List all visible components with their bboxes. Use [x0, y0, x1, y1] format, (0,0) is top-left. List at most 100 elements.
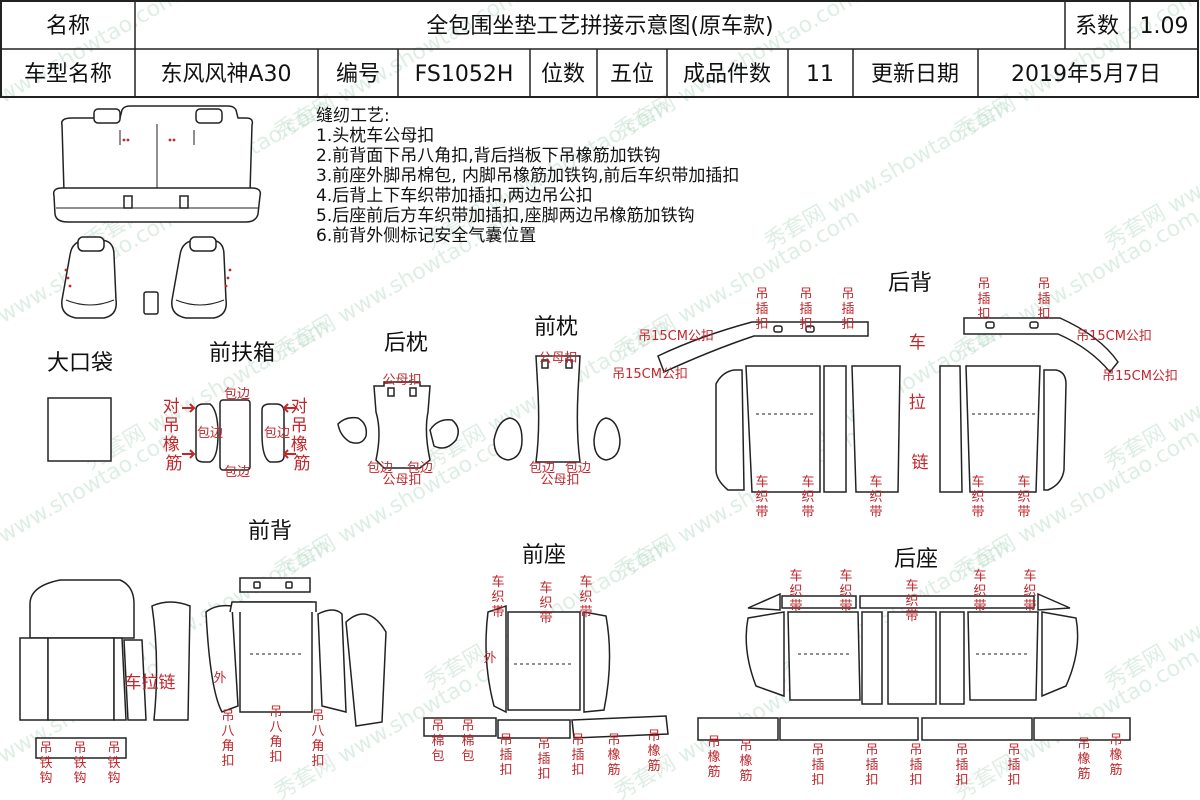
rear-back-section: 后背 吊15CM公扣 吊15CM公扣 吊15CM公扣 吊15CM公扣 吊插扣 吊…	[612, 271, 1178, 520]
label-male-female: 公母扣	[538, 351, 577, 366]
svg-text:吊橡筋: 吊橡筋	[739, 739, 752, 784]
seats-label: 位数	[541, 62, 585, 87]
front-back-section: 前背 车拉链 外 吊铁钩 吊铁钩 吊铁钩 吊八角扣 吊八角扣 吊八角扣	[19, 519, 387, 786]
svg-text:吊插扣: 吊插扣	[799, 287, 812, 332]
rear-seat-section: 后座 车织带 车织带 车织带 车织带 车织带 吊橡筋 吊橡筋 吊橡筋 吊橡筋	[697, 547, 1131, 788]
svg-text:车织带: 车织带	[1017, 474, 1030, 520]
section-title-rear-seat: 后座	[894, 547, 938, 572]
label-hang-15cm: 吊15CM公扣	[612, 367, 688, 382]
svg-text:车织带: 车织带	[789, 568, 802, 614]
label-binding: 包边	[407, 461, 433, 476]
label-hang-buckle-group: 吊插扣 吊插扣 吊插扣 吊插扣 吊插扣	[755, 277, 1050, 332]
svg-text:吊橡筋: 吊橡筋	[1077, 737, 1090, 782]
svg-text:吊插扣: 吊插扣	[571, 733, 584, 778]
svg-text:车织带: 车织带	[869, 474, 882, 520]
label-binding: 包边	[264, 426, 290, 441]
front-armrest-section: 前扶箱 包边 包边 包边 包边 对 吊 橡 筋 对 吊 橡 筋	[163, 341, 313, 480]
svg-text:吊插扣: 吊插扣	[1007, 743, 1020, 788]
note-item: 2.前背面下吊八角扣,背后挡板下吊橡筋加铁钩	[316, 146, 661, 166]
series-label: 系数	[1075, 14, 1119, 39]
big-pocket-section: 大口袋	[47, 351, 113, 462]
date-label: 更新日期	[871, 62, 959, 87]
label-hang-15cm: 吊15CM公扣	[1076, 329, 1152, 344]
label-outer: 外	[213, 671, 226, 686]
svg-text:吊插扣: 吊插扣	[537, 737, 550, 782]
svg-text:车织带: 车织带	[539, 580, 552, 626]
svg-text:车织带: 车织带	[971, 474, 984, 520]
pieces-value: 11	[806, 62, 834, 87]
svg-text:吊八角扣: 吊八角扣	[311, 709, 324, 769]
note-item: 5.后座前后方车织带加插扣,座脚两边吊橡筋加铁钩	[316, 206, 695, 226]
label-binding: 包边	[197, 426, 223, 441]
label-male-female: 公母扣	[382, 473, 421, 488]
series-value: 1.09	[1140, 14, 1189, 39]
label-hang-cotton-group: 吊棉包 吊棉包	[431, 719, 474, 764]
label-binding: 包边	[224, 465, 250, 480]
label-webbing-group: 车织带 车织带 车织带	[491, 574, 592, 626]
label-binding: 包边	[529, 461, 555, 476]
label-hang-elastic-group: 吊橡筋 吊橡筋 吊橡筋 吊橡筋	[707, 733, 1122, 784]
front-seat-section: 前座 外 车织带 车织带 车织带 吊棉包 吊棉包 吊插扣 吊插扣 吊插扣 吊橡筋…	[423, 543, 669, 782]
pieces-label: 成品件数	[683, 62, 771, 87]
note-item: 1.头枕车公母扣	[316, 126, 434, 146]
big-pocket-piece	[47, 397, 112, 462]
section-title-front-armrest: 前扶箱	[209, 341, 275, 366]
section-title-front-headrest: 前枕	[534, 315, 578, 340]
svg-text:车织带: 车织带	[801, 474, 814, 520]
svg-text:吊插扣: 吊插扣	[977, 277, 990, 322]
svg-text:车织带: 车织带	[755, 474, 768, 520]
rear-headrest-section: 后枕 公母扣 包边 包边 公母扣	[337, 331, 459, 488]
label-hang-hook-group: 吊铁钩 吊铁钩 吊铁钩	[39, 741, 120, 786]
watermark-text: 秀套网 www.showtao.com	[761, 95, 1014, 256]
label-pair-elastic-right: 对 吊 橡 筋	[291, 397, 313, 474]
date-value: 2019年5月7日	[1011, 62, 1161, 87]
label-zipper-vertical: 车 拉 链	[909, 333, 931, 473]
svg-text:吊八角扣: 吊八角扣	[269, 705, 282, 765]
label-zipper: 车拉链	[125, 673, 176, 693]
svg-text:吊插扣: 吊插扣	[499, 733, 512, 778]
label-binding: 包边	[224, 387, 250, 402]
seats-value: 五位	[610, 62, 654, 87]
svg-text:吊棉包: 吊棉包	[461, 719, 474, 764]
svg-text:吊插扣: 吊插扣	[909, 743, 922, 788]
front-headrest-section: 前枕 公母扣 包边 包边 公母扣	[493, 315, 621, 488]
svg-text:吊橡筋: 吊橡筋	[607, 733, 620, 778]
note-item: 4.后背上下车织带加插扣,两边吊公扣	[316, 186, 593, 206]
note-item: 3.前座外脚吊棉包, 内脚吊橡筋加铁钩,前后车织带加插扣	[316, 166, 739, 186]
svg-text:吊八角扣: 吊八角扣	[221, 709, 234, 769]
svg-text:车织带: 车织带	[973, 568, 986, 614]
label-hang-elastic-group: 吊橡筋 吊橡筋	[607, 729, 660, 778]
page-title: 全包围坐垫工艺拼接示意图(原车款)	[426, 14, 773, 39]
model-value: 东风风神A30	[160, 62, 291, 87]
svg-text:吊插扣: 吊插扣	[755, 287, 768, 332]
name-label: 名称	[46, 14, 90, 39]
svg-text:吊橡筋: 吊橡筋	[1109, 733, 1122, 778]
label-pair-elastic-left: 对 吊 橡 筋	[163, 397, 185, 474]
label-webbing-group: 车织带 车织带 车织带 车织带 车织带	[755, 474, 1030, 520]
label-binding: 包边	[367, 461, 393, 476]
section-title-rear-back: 后背	[888, 271, 932, 296]
label-hang-15cm: 吊15CM公扣	[638, 329, 714, 344]
svg-text:吊插扣: 吊插扣	[955, 743, 968, 788]
svg-text:吊插扣: 吊插扣	[841, 287, 854, 332]
svg-text:吊棉包: 吊棉包	[431, 719, 444, 764]
svg-text:吊铁钩: 吊铁钩	[39, 741, 52, 786]
model-label: 车型名称	[24, 62, 112, 87]
label-webbing-group: 车织带 车织带 车织带 车织带 车织带	[789, 568, 1036, 624]
svg-text:吊插扣: 吊插扣	[865, 743, 878, 788]
code-label: 编号	[336, 62, 380, 87]
craft-notes: 缝纫工艺: 1.头枕车公母扣 2.前背面下吊八角扣,背后挡板下吊橡筋加铁钩 3.…	[316, 106, 739, 246]
svg-text:吊铁钩: 吊铁钩	[107, 741, 120, 786]
label-outer: 外	[483, 651, 496, 666]
svg-text:车织带: 车织带	[905, 578, 918, 624]
label-male-female: 公母扣	[540, 473, 579, 488]
section-title-big-pocket: 大口袋	[47, 351, 113, 376]
svg-text:吊铁钩: 吊铁钩	[73, 741, 86, 786]
svg-text:吊插扣: 吊插扣	[811, 743, 824, 788]
section-title-front-seat: 前座	[522, 543, 566, 568]
label-hang-buckle-group: 吊插扣 吊插扣 吊插扣	[499, 733, 584, 782]
label-binding: 包边	[565, 461, 591, 476]
label-hang-buckle-group: 吊插扣 吊插扣 吊插扣 吊插扣 吊插扣	[811, 743, 1020, 788]
